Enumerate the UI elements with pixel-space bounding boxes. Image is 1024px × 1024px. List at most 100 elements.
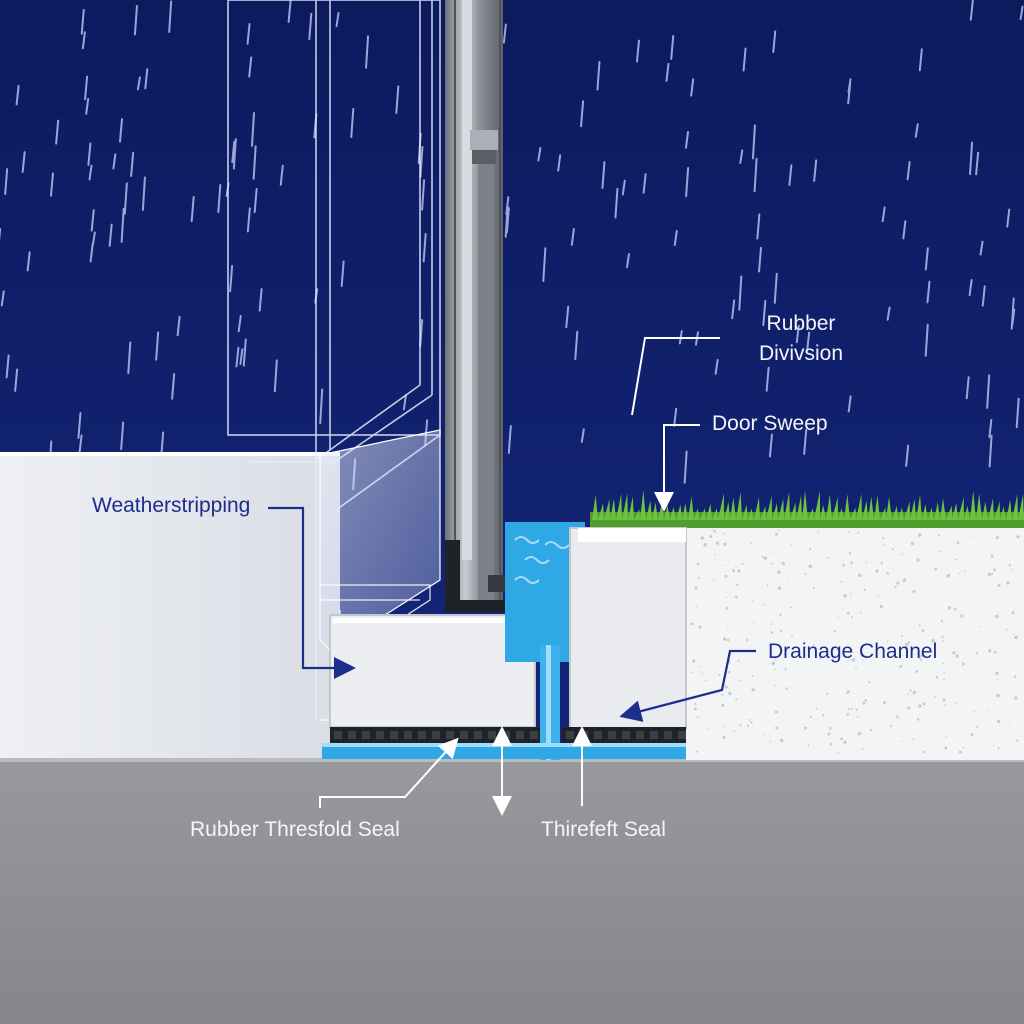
label-weatherstripping: Weatherstripping bbox=[92, 494, 251, 517]
concrete-speckle bbox=[727, 628, 729, 631]
concrete-speckle bbox=[695, 750, 698, 753]
raindrop bbox=[246, 22, 251, 45]
concrete-speckle bbox=[693, 707, 697, 711]
seal-rib bbox=[432, 731, 440, 739]
raindrop bbox=[26, 251, 31, 272]
concrete-speckle bbox=[942, 698, 946, 702]
seal-rib bbox=[488, 731, 496, 739]
raindrop bbox=[847, 82, 852, 105]
raindrop bbox=[232, 138, 237, 170]
concrete-speckle bbox=[752, 599, 754, 602]
concrete-speckle bbox=[882, 536, 885, 540]
water-ripples bbox=[514, 536, 570, 584]
leader-door-sweep bbox=[654, 424, 700, 512]
raindrop bbox=[171, 373, 176, 400]
concrete-speckle bbox=[896, 581, 900, 585]
grass-blade bbox=[760, 506, 766, 520]
concrete-speckle bbox=[750, 542, 752, 544]
concrete-speckle bbox=[905, 645, 908, 648]
concrete-speckle bbox=[724, 685, 728, 689]
concrete-speckle bbox=[695, 605, 698, 608]
concrete-speckle bbox=[822, 714, 825, 717]
concrete-speckle bbox=[770, 631, 774, 634]
rain-streaks bbox=[0, 0, 1024, 491]
raindrop bbox=[969, 0, 974, 21]
concrete-speckle bbox=[995, 671, 999, 676]
concrete-speckle bbox=[725, 596, 728, 599]
concrete-speckle bbox=[943, 672, 945, 674]
seal-rib bbox=[474, 731, 482, 739]
raindrop bbox=[988, 434, 993, 468]
concrete-speckle bbox=[746, 724, 749, 727]
concrete-speckle bbox=[945, 747, 948, 750]
raindrop bbox=[130, 151, 135, 178]
concrete-speckle bbox=[726, 638, 730, 642]
raindrop bbox=[542, 247, 547, 282]
concrete-speckle bbox=[850, 616, 854, 619]
concrete-speckle bbox=[696, 716, 699, 718]
concrete-speckle bbox=[709, 535, 713, 539]
concrete-speckle bbox=[771, 562, 774, 565]
concrete-speckle bbox=[735, 698, 738, 701]
seal-rib bbox=[650, 731, 658, 739]
raindrop bbox=[340, 260, 345, 287]
grass-blade bbox=[1012, 493, 1018, 520]
raindrop bbox=[507, 425, 512, 454]
concrete-speckle bbox=[734, 595, 738, 599]
grass-blade bbox=[928, 507, 934, 520]
raindrop bbox=[217, 183, 222, 214]
grass-blade bbox=[742, 505, 748, 520]
concrete-speckle bbox=[942, 640, 944, 642]
raindrop bbox=[80, 8, 85, 35]
raindrop bbox=[395, 85, 400, 114]
concrete-speckle bbox=[961, 662, 965, 666]
concrete-speckle bbox=[774, 710, 778, 714]
grass-blade bbox=[1018, 494, 1024, 520]
concrete-speckle bbox=[733, 730, 736, 732]
concrete-speckle bbox=[1016, 739, 1019, 742]
raindrop bbox=[714, 358, 719, 375]
concrete-speckle bbox=[843, 742, 846, 745]
raindrop bbox=[505, 196, 510, 216]
concrete-speckle bbox=[850, 707, 853, 711]
concrete-speckle bbox=[855, 708, 858, 711]
door-panel-wireframe bbox=[227, 0, 441, 720]
concrete-speckle bbox=[817, 530, 819, 533]
concrete-speckle bbox=[1013, 633, 1015, 635]
raindrop bbox=[308, 12, 313, 41]
concrete-speckle bbox=[916, 718, 920, 721]
raindrop bbox=[751, 124, 756, 160]
grass-blade bbox=[772, 502, 778, 520]
raindrop bbox=[739, 149, 744, 165]
grass-blade bbox=[724, 501, 730, 520]
raindrop bbox=[665, 62, 670, 82]
grass-blade bbox=[994, 501, 1000, 520]
concrete-speckle bbox=[735, 566, 737, 568]
raindrop bbox=[969, 141, 974, 176]
raindrop bbox=[235, 346, 240, 368]
concrete-speckle bbox=[696, 562, 700, 566]
raindrop bbox=[5, 354, 10, 379]
concrete-speckle bbox=[857, 573, 862, 577]
concrete-speckle bbox=[856, 716, 859, 718]
concrete-speckle bbox=[745, 638, 748, 642]
concrete-speckle bbox=[751, 675, 754, 677]
concrete-speckle bbox=[812, 644, 815, 646]
grass-blade bbox=[814, 490, 820, 520]
concrete-speckle bbox=[990, 554, 994, 558]
concrete-speckle bbox=[1006, 581, 1010, 585]
concrete-speckle bbox=[910, 541, 915, 546]
raindrop bbox=[127, 341, 132, 375]
concrete-speckle bbox=[779, 629, 783, 633]
concrete-speckle bbox=[689, 623, 692, 626]
concrete-speckle bbox=[722, 725, 725, 728]
leader-rubber-division bbox=[631, 337, 720, 416]
concrete-speckle bbox=[691, 671, 694, 674]
raindrop bbox=[168, 0, 173, 33]
grass-blade bbox=[1000, 506, 1006, 520]
concrete-speckle bbox=[997, 584, 1001, 588]
concrete-speckle bbox=[827, 732, 831, 736]
concrete-speckle bbox=[843, 593, 847, 598]
raindrop bbox=[580, 428, 585, 443]
raindrop bbox=[906, 160, 911, 181]
